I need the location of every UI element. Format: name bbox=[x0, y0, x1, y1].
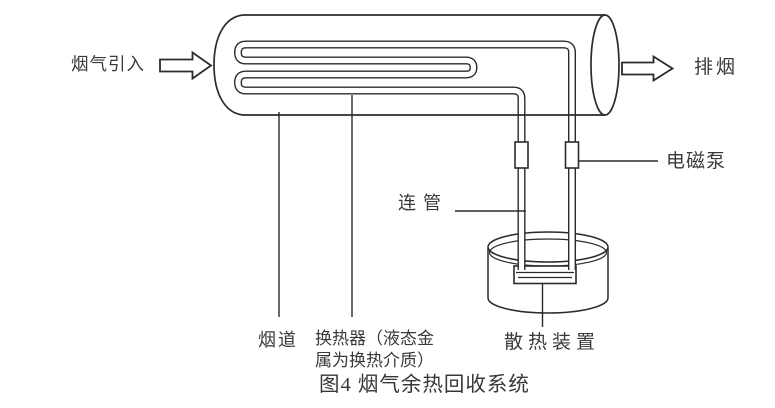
cylinder-left-cap bbox=[213, 14, 244, 116]
electromagnetic-pump-right bbox=[564, 141, 580, 169]
inlet-arrow-icon bbox=[159, 50, 213, 81]
tube-inner-bore bbox=[235, 41, 575, 270]
figure-caption: 图4 烟气余热回收系统 bbox=[319, 374, 530, 396]
cylinder-end-cap bbox=[590, 14, 620, 116]
flue-duct-label: 烟道 bbox=[258, 330, 298, 350]
electromagnetic-pump-left bbox=[514, 141, 529, 169]
flue-cylinder bbox=[213, 14, 620, 116]
connecting-pipe-label: 连管 bbox=[398, 193, 448, 213]
tank-bottom-arc bbox=[487, 297, 609, 314]
exhaust-outlet-label: 排烟 bbox=[694, 57, 739, 78]
outlet-arrow-icon bbox=[621, 54, 675, 83]
heat-exchanger-tube bbox=[233, 40, 576, 270]
pointer-lines bbox=[278, 95, 658, 327]
heat-sink-label: 散热装置 bbox=[504, 332, 601, 353]
electromagnetic-pump-label: 电磁泵 bbox=[666, 151, 727, 172]
heat-sink-box bbox=[513, 265, 577, 285]
heat-sink-box-inner-lines bbox=[516, 271, 574, 279]
tank-rim-ellipse bbox=[487, 231, 609, 263]
heat-exchanger-label: 换热器（液态金 属为换热介质） bbox=[315, 329, 434, 370]
flue-gas-inlet-label: 烟气引入 bbox=[71, 54, 145, 74]
